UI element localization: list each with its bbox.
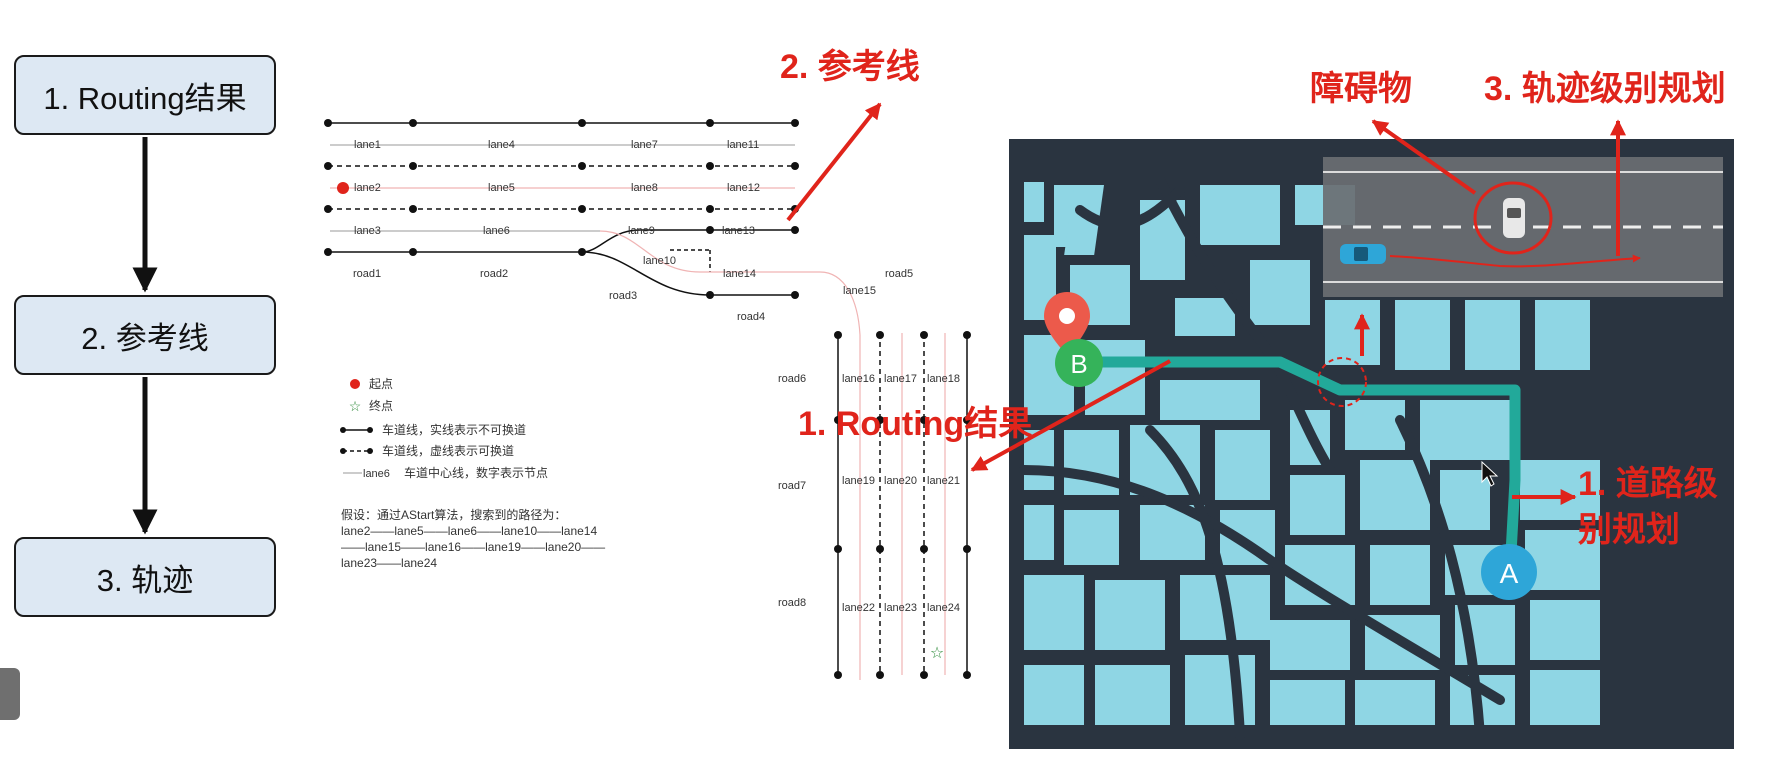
goal-star-icon: ☆ [930, 645, 944, 662]
annotation-road-level-line1: 1. 道路级 [1578, 465, 1718, 503]
svg-text:road7: road7 [778, 480, 806, 492]
svg-text:lane11: lane11 [727, 139, 759, 151]
legend-solid-label: 车道线，实线表示不可换道 [382, 422, 526, 437]
svg-text:lane7: lane7 [631, 139, 658, 151]
svg-text:road8: road8 [778, 597, 806, 609]
legend-centerline-label: 车道中心线，数字表示节点 [404, 465, 548, 480]
svg-text:lane15: lane15 [843, 285, 876, 297]
lane-nodes [324, 119, 799, 299]
legend-centerline-sample: lane6 [363, 468, 390, 480]
svg-text:lane21: lane21 [927, 475, 960, 487]
svg-text:lane9: lane9 [628, 225, 655, 237]
obstacle-highlight-circle [1473, 181, 1553, 255]
svg-text:lane14: lane14 [723, 268, 756, 280]
annotation-reference-line: 2. 参考线 [780, 48, 920, 86]
svg-text:road3: road3 [609, 290, 637, 302]
svg-text:road2: road2 [480, 268, 508, 280]
annotation-routing-result: 1. Routing结果 [798, 405, 1033, 443]
horizontal-lane-labels: lane1 lane4 lane7 lane11 lane2 lane5 lan… [353, 139, 913, 323]
horizontal-lane-diagram [328, 122, 795, 296]
svg-text:lane2——lane5——lane6——lane10——l: lane2——lane5——lane6——lane10——lane14 [341, 524, 597, 538]
svg-text:lane13: lane13 [722, 225, 755, 237]
vertical-lane-diagram [837, 333, 968, 675]
vertical-centerlines [901, 333, 946, 675]
lane-centerlines [330, 144, 861, 680]
trajectory-path [1389, 254, 1641, 268]
marker-a-label: A [1500, 558, 1519, 589]
highway-inset [1323, 157, 1723, 297]
svg-text:lane17: lane17 [884, 373, 917, 385]
svg-text:lane6: lane6 [483, 225, 510, 237]
marker-a-icon [1481, 544, 1537, 600]
mouse-cursor-icon [1481, 460, 1499, 487]
map-roads [1019, 175, 1505, 740]
vertical-lane-nodes [834, 331, 971, 679]
svg-text:lane4: lane4 [488, 139, 515, 151]
svg-text:lane5: lane5 [488, 182, 515, 194]
svg-text:lane10: lane10 [643, 255, 676, 267]
legend-goal-star-icon: ☆ [349, 398, 362, 414]
svg-text:road4: road4 [737, 311, 765, 323]
svg-text:lane16: lane16 [842, 373, 875, 385]
vertical-lane-labels: lane16 lane17 lane18 lane19 lane20 lane2… [778, 373, 960, 614]
legend-dashed-label: 车道线，虚线表示可换道 [382, 443, 514, 458]
start-point-marker [337, 182, 349, 194]
assumption-text: 假设：通过AStart算法，搜索到的路径为： lane2——lane5——lan… [341, 507, 605, 570]
svg-text:lane3: lane3 [354, 225, 381, 237]
svg-text:lane20: lane20 [884, 475, 917, 487]
legend: 起点 ☆ 终点 车道线，实线表示不可换道 车道线，虚线表示可换道 lane6 车… [340, 377, 548, 480]
svg-text:lane8: lane8 [631, 182, 658, 194]
legend-start-label: 起点 [369, 377, 393, 391]
svg-text:lane23——lane24: lane23——lane24 [341, 556, 437, 570]
flow-step-trajectory: 3. 轨迹 [14, 537, 276, 617]
svg-text:假设：通过AStart算法，搜索到的路径为：: 假设：通过AStart算法，搜索到的路径为： [341, 507, 566, 522]
svg-text:road1: road1 [353, 268, 381, 280]
annotation-obstacle: 障碍物 [1310, 70, 1412, 108]
svg-text:road5: road5 [885, 268, 913, 280]
svg-text:lane24: lane24 [927, 602, 960, 614]
annotation-arrows [786, 102, 1626, 505]
map-panel: A B [1009, 139, 1734, 749]
legend-goal-label: 终点 [369, 398, 393, 413]
svg-text:lane1: lane1 [354, 139, 381, 151]
marker-b-label: B [1070, 349, 1087, 379]
svg-text:lane12: lane12 [727, 182, 760, 194]
flow-step-routing: 1. Routing结果 [14, 55, 276, 135]
svg-text:lane23: lane23 [884, 602, 917, 614]
flow-step-reference-line: 2. 参考线 [14, 295, 276, 375]
annotation-trajectory-planning: 3. 轨迹级别规划 [1484, 70, 1726, 108]
legend-start-icon [350, 379, 360, 389]
svg-text:road6: road6 [778, 373, 806, 385]
svg-text:lane19: lane19 [842, 475, 875, 487]
marker-b-icon [1055, 339, 1103, 387]
svg-text:——lane15——lane16——lane19——lane: ——lane15——lane16——lane19——lane20—— [341, 540, 605, 554]
zoom-focus-circle [1317, 357, 1367, 407]
svg-text:lane2: lane2 [354, 182, 381, 194]
side-panel-tab[interactable] [0, 668, 20, 720]
svg-text:lane22: lane22 [842, 602, 875, 614]
svg-text:lane18: lane18 [927, 373, 960, 385]
annotation-road-level-line2: 别规划 [1578, 511, 1680, 549]
